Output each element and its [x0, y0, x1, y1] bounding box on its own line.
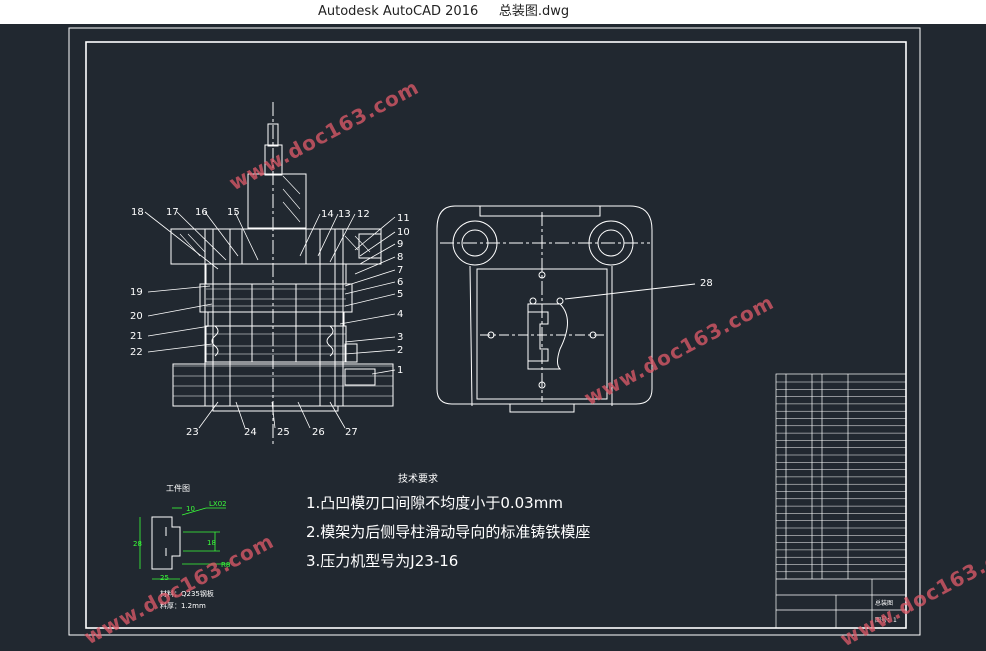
label-23: 23	[186, 427, 199, 438]
window-titlebar: Autodesk AutoCAD 2016 总装图.dwg	[0, 0, 986, 24]
label-9: 9	[397, 239, 403, 250]
sheet-number: 图号：1	[875, 617, 897, 624]
label-16: 16	[195, 207, 208, 218]
label-24: 24	[244, 427, 257, 438]
workpiece-drawing	[139, 507, 230, 580]
label-20: 20	[130, 311, 143, 322]
outer-border	[68, 27, 921, 636]
label-5: 5	[397, 289, 403, 300]
label-18: 18	[131, 207, 144, 218]
label-28: 28	[700, 278, 713, 289]
label-19: 19	[130, 287, 143, 298]
dim-r8: R8	[221, 561, 230, 569]
cad-drawing: 18 17 16 15 14 13 12 11 10 9 8 7 6 5 4 3…	[68, 27, 921, 636]
workpiece-title: 工件图	[166, 483, 190, 493]
label-7: 7	[397, 265, 403, 276]
dim-18: 18	[207, 539, 216, 547]
workpiece-labels: 工件图 材料：Q235钢板 料厚：1.2mm 10 LX02 28 25 18 …	[133, 483, 230, 610]
leader-lines	[144, 211, 396, 429]
label-11: 11	[397, 213, 410, 224]
label-22: 22	[130, 347, 143, 358]
label-3: 3	[397, 332, 403, 343]
note-2: 2.模架为后侧导柱滑动导向的标准铸铁模座	[306, 523, 590, 541]
title-block-text: 总装图 图号：1	[875, 599, 897, 624]
note-3: 3.压力机型号为J23-16	[306, 552, 458, 570]
window-title: Autodesk AutoCAD 2016 总装图.dwg	[318, 4, 570, 19]
label-12: 12	[357, 209, 370, 220]
tech-title: 技术要求	[398, 472, 438, 485]
label-13: 13	[338, 209, 351, 220]
label-8: 8	[397, 252, 403, 263]
dim-25: 25	[160, 574, 169, 582]
label-17: 17	[166, 207, 179, 218]
label-2: 2	[397, 345, 403, 356]
parts-list-table	[775, 373, 907, 629]
plan-view	[436, 205, 696, 413]
label-25: 25	[277, 427, 290, 438]
label-26: 26	[312, 427, 325, 438]
dim-10: 10	[186, 505, 195, 513]
label-15: 15	[227, 207, 240, 218]
parts-list-rows	[776, 381, 906, 573]
part-labels: 18 17 16 15 14 13 12 11 10 9 8 7 6 5 4 3…	[130, 207, 713, 438]
label-27: 27	[345, 427, 358, 438]
note-1: 1.凸凹模刃口间隙不均度小于0.03mm	[306, 494, 563, 512]
label-6: 6	[397, 277, 403, 288]
title-block-name: 总装图	[875, 599, 893, 607]
technical-notes: 技术要求 1.凸凹模刃口间隙不均度小于0.03mm 2.模架为后侧导柱滑动导向的…	[306, 472, 590, 570]
label-4: 4	[397, 309, 403, 320]
label-21: 21	[130, 331, 143, 342]
workpiece-material: 材料：Q235钢板	[160, 589, 214, 598]
label-1: 1	[397, 365, 403, 376]
label-10: 10	[397, 227, 410, 238]
workpiece-thickness: 料厚：1.2mm	[160, 601, 206, 610]
assembly-section-view	[170, 102, 394, 444]
dim-28: 28	[133, 540, 142, 548]
label-14: 14	[321, 209, 334, 220]
inner-border	[85, 41, 907, 629]
drawing-canvas[interactable]: 18 17 16 15 14 13 12 11 10 9 8 7 6 5 4 3…	[0, 24, 986, 651]
dim-lx02: LX02	[209, 500, 227, 508]
